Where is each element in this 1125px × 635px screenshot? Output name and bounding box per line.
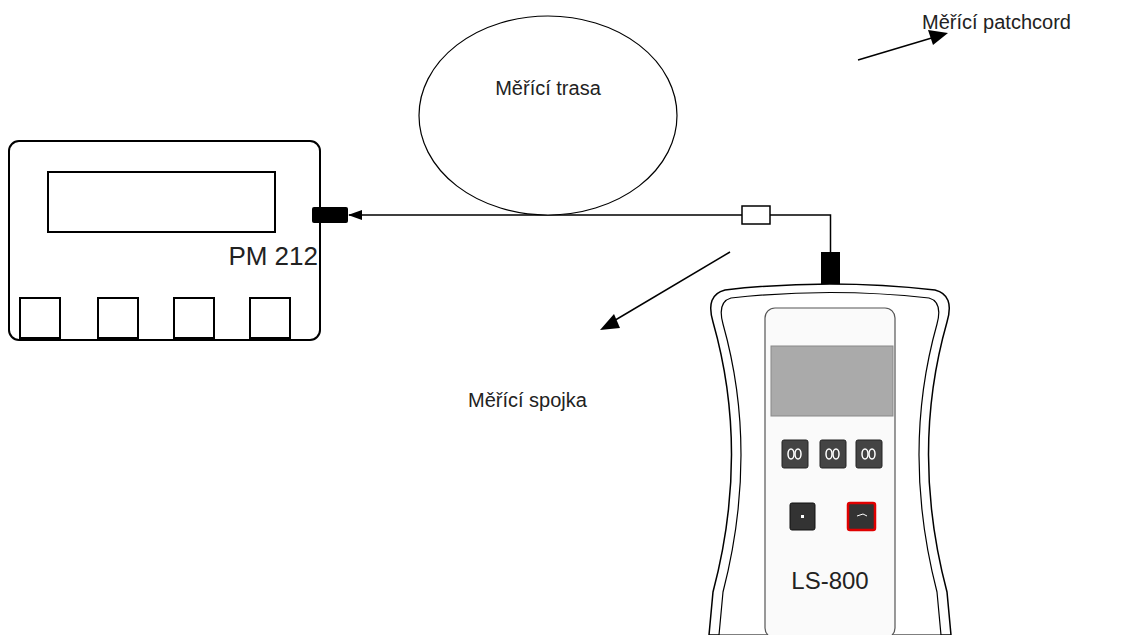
device-outline	[8, 140, 348, 342]
callout-label: Měřící spojka	[468, 389, 587, 411]
light-source-device: LS-800	[705, 252, 955, 635]
node-label: PM 212	[228, 242, 318, 271]
route-ellipse: Měřící trasa	[418, 15, 678, 216]
node-label: LS-800	[791, 568, 868, 594]
device-outline	[418, 15, 678, 216]
callout-label: Měřící patchcord	[922, 11, 1071, 33]
power-meter-device: PM 212	[8, 140, 348, 342]
node-label: Měřící trasa	[495, 77, 601, 99]
coupler	[742, 206, 770, 224]
leader-arrowhead	[600, 314, 620, 330]
leader-line	[858, 37, 935, 60]
